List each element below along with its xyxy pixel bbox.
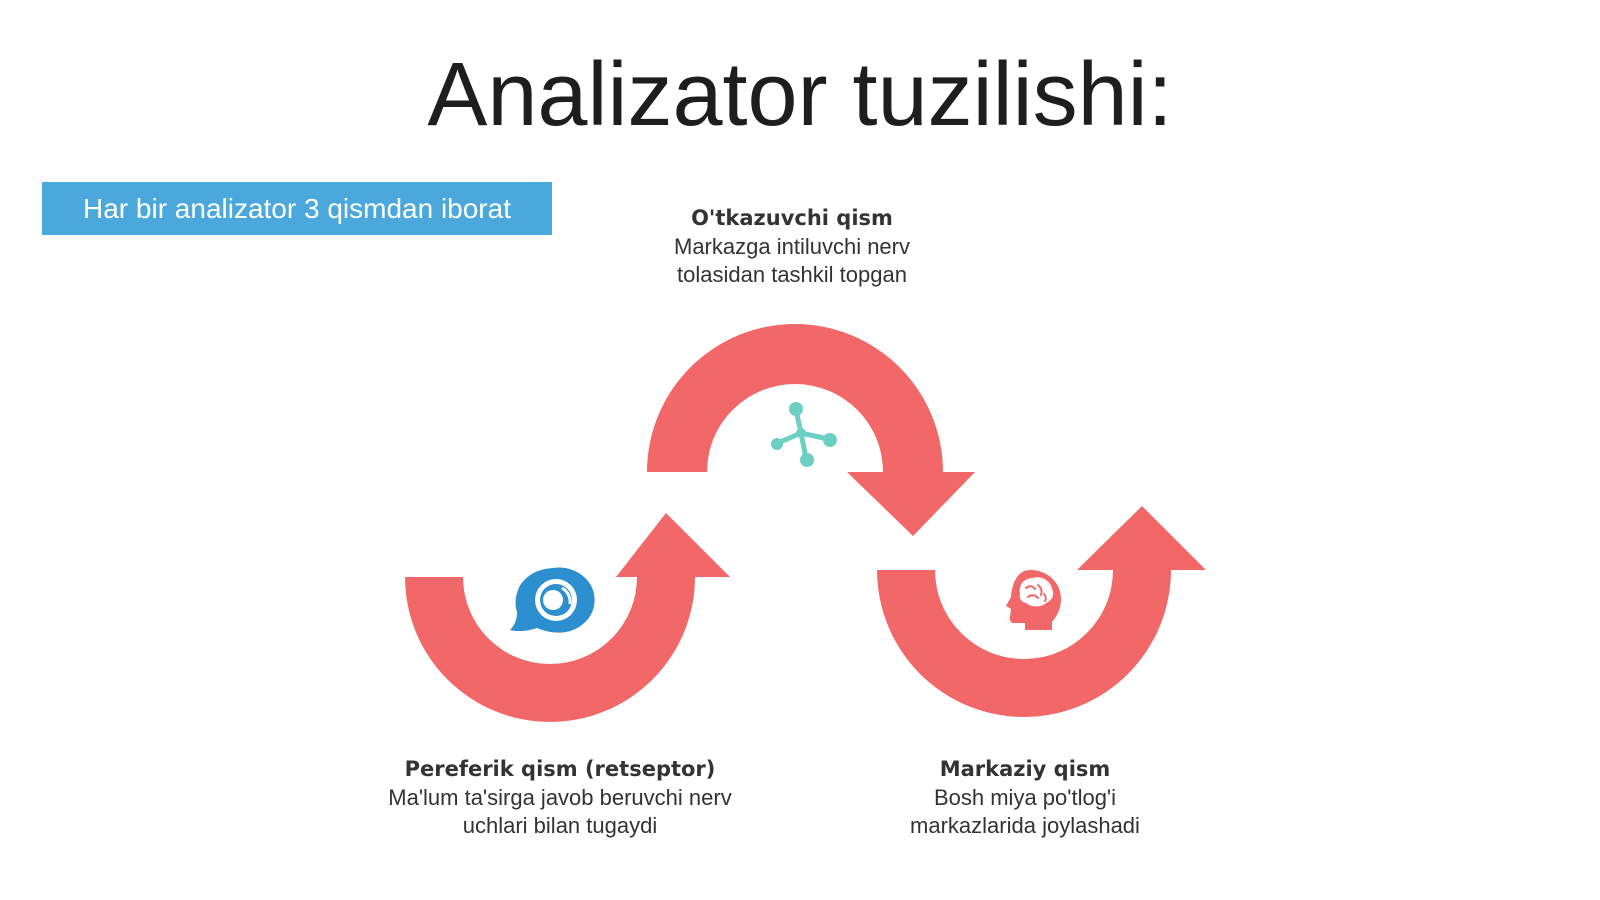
arrow-central [877,506,1206,717]
arrow-transmitting [647,324,975,536]
caption-line: Bosh miya po'tlog'i [933,785,1117,810]
head-brain-icon [1006,570,1061,630]
caption-line: Markazga intiluvchi nerv [674,234,910,259]
caption-line: uchlari bilan tugaydi [462,813,658,838]
summary-badge: Har bir analizator 3 qismdan iborat [42,182,552,235]
caption-heading: Markaziy qism [939,757,1111,781]
caption-line: tolasidan tashkil topgan [677,262,907,287]
caption-line: markazlarida joylashadi [910,813,1140,838]
caption-heading: O'tkazuvchi qism [691,206,893,230]
caption-central: Markaziy qism Bosh miya po'tlog'i markaz… [825,754,1225,840]
caption-line: Ma'lum ta'sirga javob beruvchi nerv [388,785,732,810]
caption-heading: Pereferik qism (retseptor) [404,757,716,781]
caption-peripheral: Pereferik qism (retseptor) Ma'lum ta'sir… [360,754,760,840]
nerve-network-icon [771,402,837,467]
arrow-peripheral [405,513,730,722]
page-title: Analizator tuzilishi: [427,45,1173,145]
eye-receptor-icon [510,567,595,633]
caption-transmitting: O'tkazuvchi qism Markazga intiluvchi ner… [592,203,992,289]
